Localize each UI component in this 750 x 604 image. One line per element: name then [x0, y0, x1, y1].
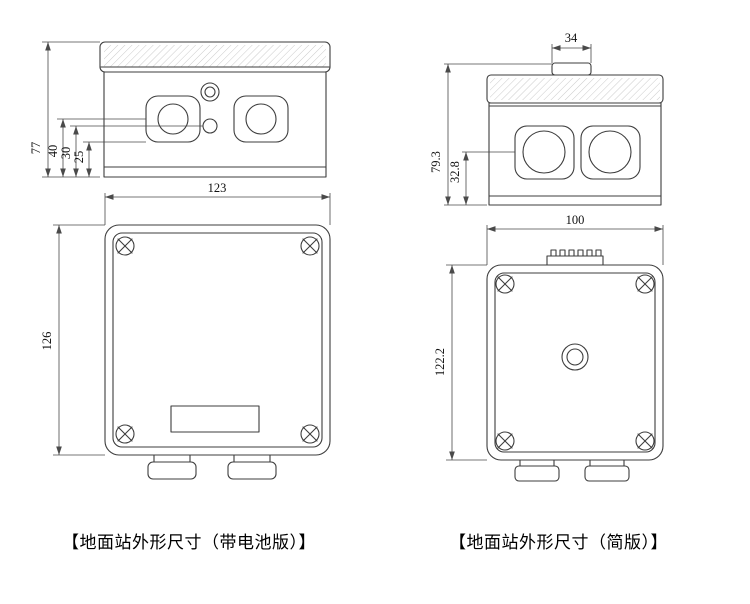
battery-front-dimensions: 77 40 30 25	[29, 41, 203, 178]
screw	[635, 274, 655, 294]
bottom-gland-left	[147, 454, 197, 480]
dim-label-34: 34	[565, 31, 578, 45]
simple-top-view	[486, 249, 664, 482]
simple-front-dimensions: 34 79.3 32.8	[429, 31, 592, 206]
terminal-block	[546, 249, 604, 266]
dim-label-79-3: 79.3	[429, 151, 443, 173]
battery-top-view	[104, 224, 331, 480]
dim-label-123: 123	[208, 181, 227, 195]
bottom-connector-left	[514, 459, 560, 482]
dim-label-126: 126	[40, 332, 54, 351]
screw	[115, 424, 135, 444]
enclosure-body	[103, 71, 327, 178]
cable-gland-right	[580, 125, 641, 180]
screw	[635, 431, 655, 451]
enclosure-inner-outline	[494, 272, 656, 453]
enclosure-outline	[104, 224, 331, 456]
dim-label-77: 77	[29, 142, 43, 155]
enclosure-outline	[486, 264, 664, 461]
dim-label-100: 100	[566, 213, 585, 227]
screw	[495, 431, 515, 451]
cable-gland-left	[514, 125, 575, 180]
enclosure-lid	[99, 41, 331, 73]
screw	[115, 236, 135, 256]
dim-label-40: 40	[46, 145, 60, 158]
cable-gland-right	[233, 95, 289, 143]
cable-gland-left	[145, 95, 201, 143]
bottom-gland-right	[227, 454, 277, 480]
label-plate	[170, 405, 260, 433]
enclosure-inner-outline	[112, 232, 323, 448]
top-button	[551, 62, 592, 76]
enclosure-body	[488, 102, 662, 206]
enclosure-lid	[486, 74, 664, 107]
screw	[495, 274, 515, 294]
vent-hole-bottom	[202, 118, 218, 134]
dim-label-25: 25	[72, 151, 86, 164]
vent-hole-top	[200, 82, 220, 102]
simple-top-dimensions: 100 122.2	[433, 213, 664, 461]
battery-front-view	[99, 41, 331, 178]
screw	[300, 236, 320, 256]
dim-label-32-8: 32.8	[448, 161, 462, 183]
caption-battery-version: 【地面站外形尺寸（带电池版）】	[62, 533, 316, 552]
caption-simple-version: 【地面站外形尺寸（简版）】	[449, 533, 668, 552]
dim-label-122-2: 122.2	[433, 348, 447, 376]
center-button	[561, 343, 589, 371]
screw	[300, 424, 320, 444]
dim-label-30: 30	[59, 147, 73, 160]
simple-front-view	[486, 62, 664, 206]
battery-top-dimensions: 123 126	[40, 181, 331, 456]
bottom-connector-right	[584, 459, 630, 482]
